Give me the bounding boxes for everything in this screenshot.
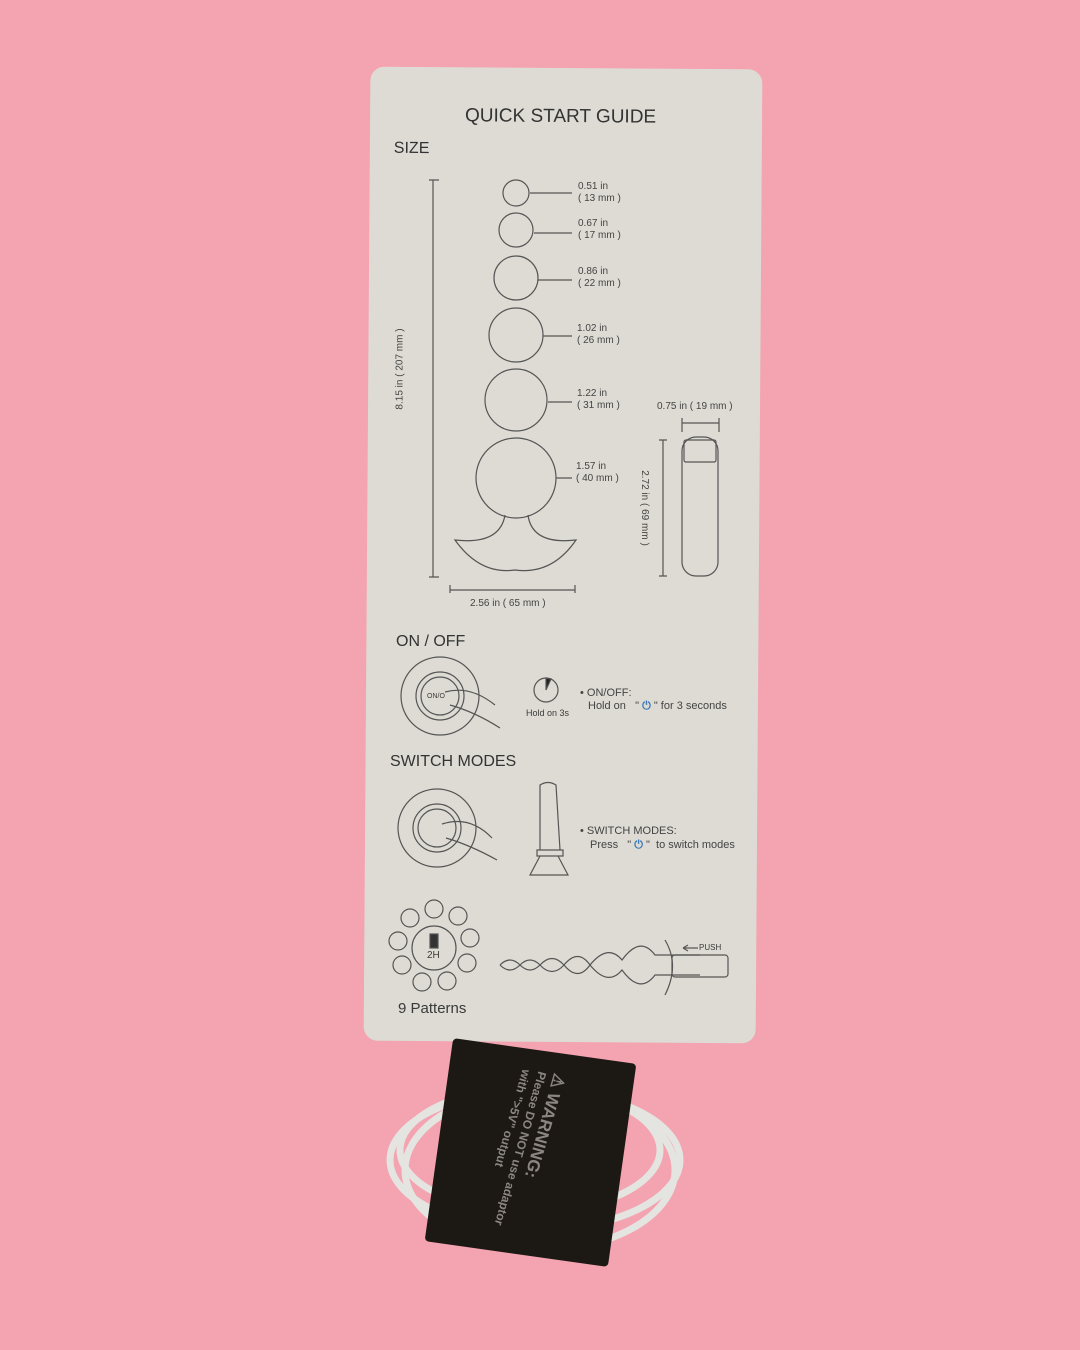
diameter-3: 0.86 in( 22 mm ) [578, 266, 621, 289]
onoff-title: • ON/OFF: [580, 687, 632, 699]
base-width-label: 2.56 in ( 65 mm ) [470, 598, 546, 609]
hold-label: Hold on 3s [526, 708, 570, 718]
switch-instruction: Press " ⏻ " to switch modes [590, 839, 735, 851]
onoff-illustration [400, 656, 559, 736]
charge-time: 2H [427, 950, 440, 961]
base-width-line [449, 585, 576, 593]
power-icon: ⏻ [642, 700, 651, 712]
button-label: ON/O [427, 693, 445, 700]
switch-heading: SWITCH MODES [390, 753, 517, 770]
switch-title: • SWITCH MODES: [580, 825, 677, 837]
diameter-1: 0.51 in( 13 mm ) [578, 181, 621, 204]
switch-modes-illustration [397, 781, 569, 876]
bullet-width-label: 0.75 in ( 19 mm ) [657, 401, 733, 412]
patterns-label: 9 Patterns [398, 1000, 467, 1017]
power-icon: ⏻ [634, 839, 643, 851]
diameter-leader-lines [530, 192, 572, 479]
diameter-6: 1.57 in( 40 mm ) [576, 461, 619, 484]
diameter-5: 1.22 in( 31 mm ) [577, 388, 620, 411]
push-label: PUSH [699, 943, 722, 952]
warning-band: ⚠ WARNING: Please DO NOT use adaptor wit… [424, 1038, 637, 1267]
insertion-illustration [499, 939, 729, 996]
patterns-illustration [388, 899, 480, 992]
diameter-2: 0.67 in( 17 mm ) [578, 218, 621, 241]
onoff-instruction: Hold on " ⏻ " for 3 seconds [588, 700, 727, 712]
bullet-drawing [681, 436, 719, 577]
diameter-4: 1.02 in( 26 mm ) [577, 323, 620, 346]
onoff-heading: ON / OFF [396, 633, 466, 650]
length-dimension-line [429, 179, 439, 578]
